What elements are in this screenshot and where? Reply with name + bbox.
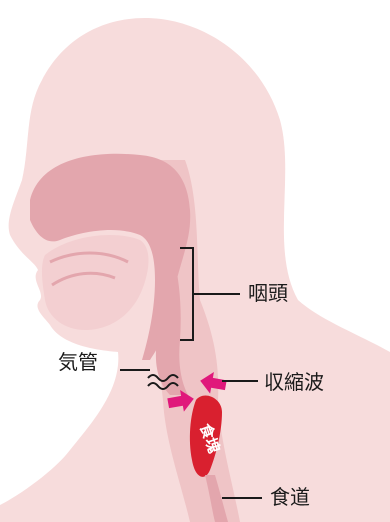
pharynx-label: 咽頭: [248, 283, 288, 303]
contraction-wave-label: 収縮波: [264, 372, 324, 392]
esophagus-label: 食道: [270, 487, 310, 507]
trachea-label: 気管: [58, 352, 98, 372]
